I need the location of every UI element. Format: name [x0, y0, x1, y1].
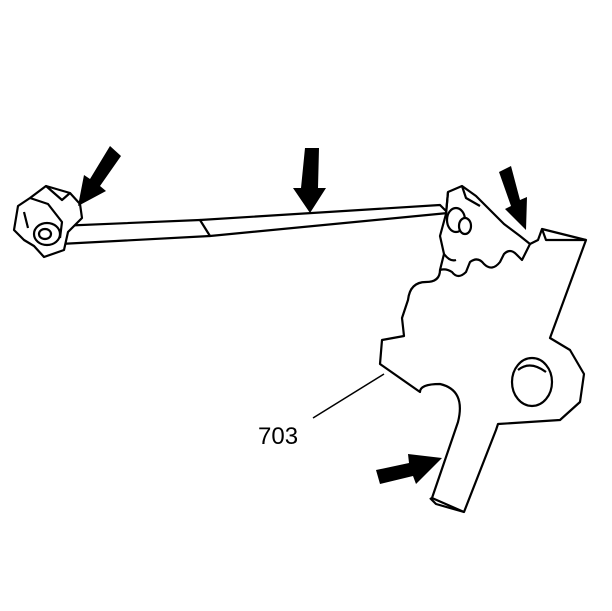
arrow-icon [376, 454, 442, 484]
lever-pin [445, 206, 473, 236]
arrow-icon [499, 166, 527, 230]
rod-end-clip [12, 184, 84, 259]
arrow-icon [293, 148, 326, 213]
callout-leader-line [312, 373, 385, 419]
linkage-rod [56, 203, 450, 246]
detent-lever [378, 184, 588, 514]
pivot-hole [510, 356, 554, 408]
part-number-callout: 703 [258, 423, 298, 450]
arrow-icon [78, 146, 121, 206]
